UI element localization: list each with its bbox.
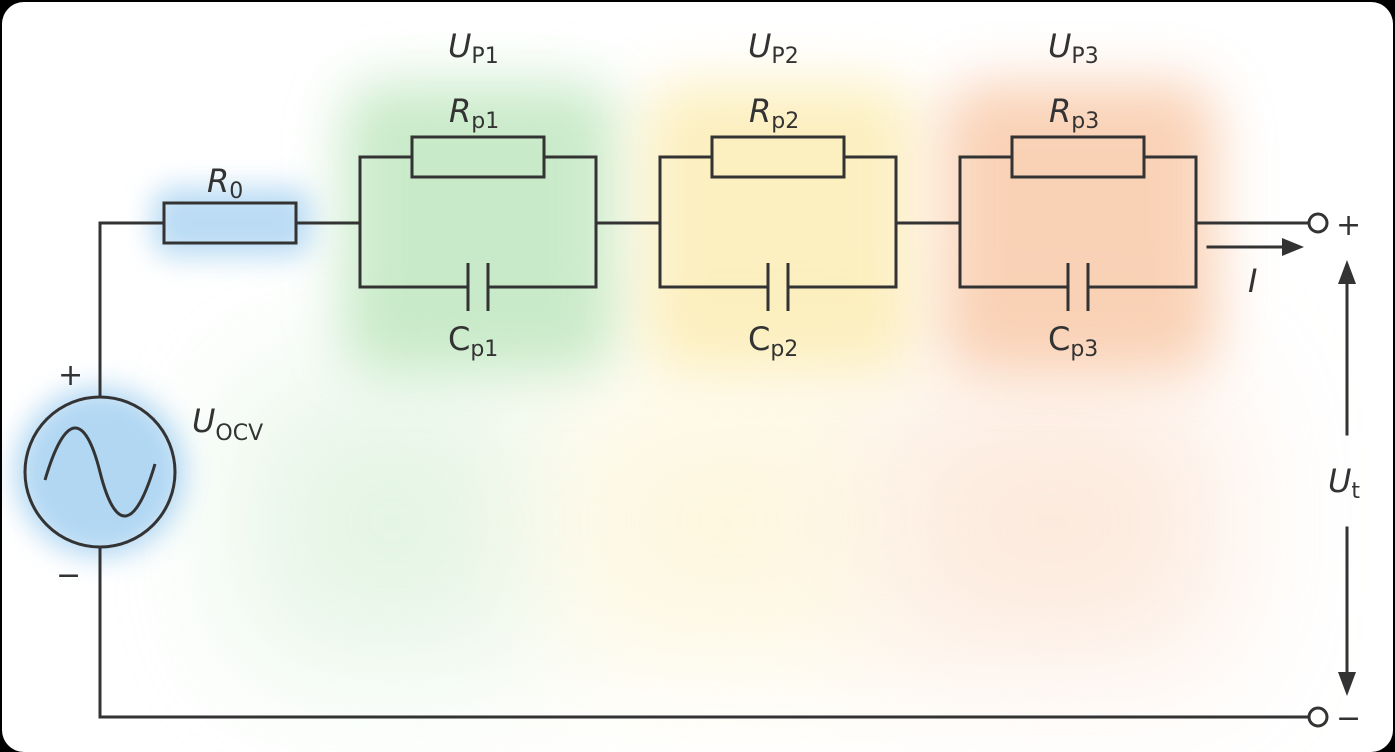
wash-yellow (562, 382, 892, 662)
rp2-label: Rp2 (749, 92, 799, 134)
cp1-label: Cp1 (448, 320, 498, 362)
r0-label: R0 (207, 162, 243, 204)
rc-stage-2 (658, 135, 898, 311)
ut-voltage-arrow-icon (1338, 260, 1356, 696)
source-minus-sign: − (56, 558, 81, 593)
ac-voltage-source-icon (23, 395, 177, 549)
rc-stage-1 (358, 135, 598, 311)
rc-stage-3 (958, 135, 1198, 311)
uocv-label: UOCV (192, 402, 263, 446)
terminal-minus-sign: − (1336, 701, 1361, 736)
rp1-label: Rp1 (449, 92, 499, 134)
cp3-label: Cp3 (1048, 320, 1098, 362)
wires (98, 221, 1311, 719)
up1-label: UP1 (448, 27, 499, 69)
current-arrow-icon (1206, 238, 1304, 256)
background-wash (242, 382, 1222, 662)
cp2-label: Cp2 (748, 320, 798, 362)
wash-green (242, 382, 542, 662)
current-label: I (1248, 262, 1257, 300)
rp3-label: Rp3 (1049, 92, 1099, 134)
terminal-plus-sign: + (1336, 208, 1361, 243)
up2-label: UP2 (748, 27, 799, 69)
wire-left-top (98, 221, 166, 399)
rp3-resistor-icon (1010, 135, 1146, 179)
wire-bottom (98, 546, 1311, 719)
terminal-minus-node-icon[interactable] (1307, 706, 1329, 728)
wash-orange (882, 382, 1222, 662)
terminal-plus-node-icon[interactable] (1307, 212, 1329, 234)
rp2-resistor-icon (710, 135, 846, 179)
ut-label: Ut (1328, 462, 1360, 504)
rp1-resistor-icon (410, 135, 546, 179)
up3-label: UP3 (1048, 27, 1099, 69)
source-plus-sign: + (58, 358, 83, 393)
labels: R0 UP1 UP2 UP3 Rp1 Rp2 Rp3 Cp1 Cp2 Cp3 U… (56, 27, 1361, 736)
r0-resistor-icon (162, 201, 298, 245)
